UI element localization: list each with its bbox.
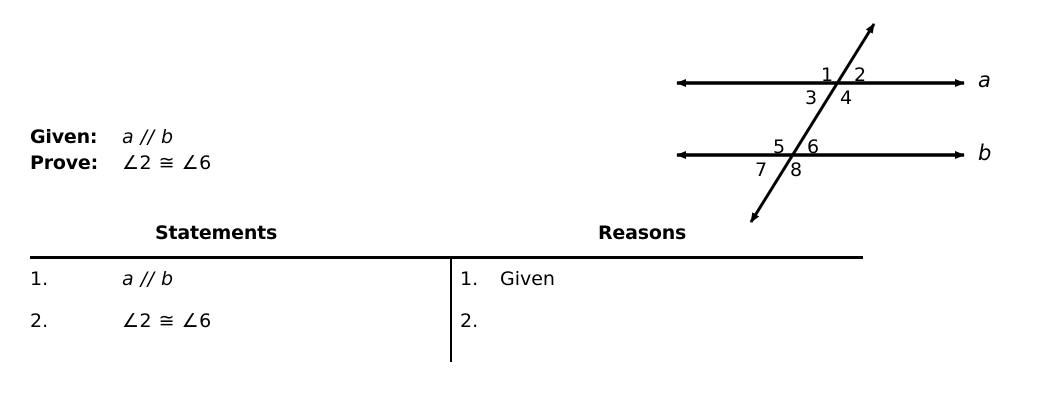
line-b-label: b	[978, 141, 992, 165]
column-header-statements: Statements	[155, 222, 278, 244]
angle-label-5: 5	[773, 136, 786, 158]
given-prove-block: Given: a // b Prove: ∠2 ≅ ∠6	[30, 126, 430, 178]
statement-text[interactable]: ∠2 ≅ ∠6	[122, 310, 212, 332]
given-label: Given:	[30, 126, 98, 148]
table-body: 1. a // b 1. Given 2. ∠2 ≅ ∠6 2.	[30, 268, 863, 352]
prove-row: Prove: ∠2 ≅ ∠6	[30, 152, 430, 178]
statement-number: 2.	[30, 310, 49, 332]
table-header-row: Statements Reasons	[30, 222, 863, 254]
angle-label-4: 4	[840, 87, 853, 109]
statement-text[interactable]: a // b	[122, 268, 174, 290]
reason-number: 2.	[460, 310, 479, 332]
table-top-rule	[30, 256, 863, 259]
prove-value: ∠2 ≅ ∠6	[122, 152, 212, 174]
column-header-reasons: Reasons	[598, 222, 687, 244]
reason-text[interactable]: Given	[500, 268, 555, 290]
given-value: a // b	[122, 126, 174, 148]
two-column-proof-table: Statements Reasons 1. a // b 1. Given 2.…	[30, 222, 863, 362]
angle-label-3: 3	[805, 87, 818, 109]
table-row: 2. ∠2 ≅ ∠6 2.	[30, 310, 863, 352]
angle-label-8: 8	[790, 159, 803, 181]
angle-label-2: 2	[854, 64, 867, 86]
angle-label-1: 1	[821, 64, 834, 86]
reason-number: 1.	[460, 268, 479, 290]
transversal-line	[749, 23, 876, 223]
given-row: Given: a // b	[30, 126, 430, 152]
statement-number: 1.	[30, 268, 49, 290]
angle-label-7: 7	[755, 159, 768, 181]
table-row: 1. a // b 1. Given	[30, 268, 863, 310]
angle-label-6: 6	[807, 136, 820, 158]
diagram-svg	[676, 23, 965, 223]
table-column-divider	[450, 256, 452, 362]
parallel-lines-transversal-diagram: a b 1 2 3 4 5 6 7 8	[660, 8, 1042, 238]
line-a-label: a	[978, 68, 991, 92]
prove-label: Prove:	[30, 152, 99, 174]
